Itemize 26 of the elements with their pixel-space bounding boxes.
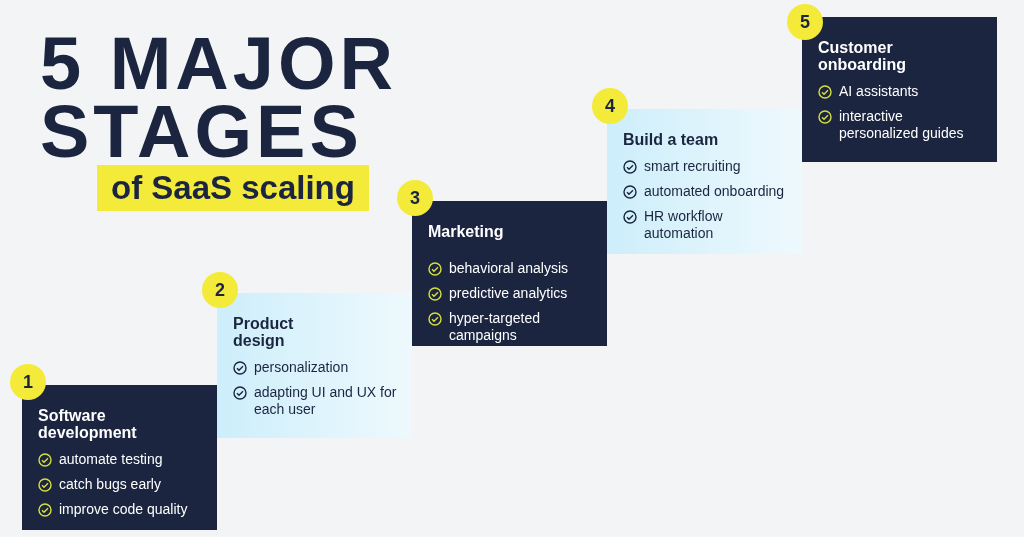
step-number-badge: 3 bbox=[397, 180, 433, 216]
step-number-badge: 2 bbox=[202, 272, 238, 308]
subtitle-highlight: of SaaS scaling bbox=[97, 165, 369, 211]
list-item-text: predictive analytics bbox=[449, 285, 568, 302]
list-item-text: HR workflow automation bbox=[644, 208, 724, 242]
stage-heading: Product design bbox=[233, 315, 295, 349]
title: 5 MAJOR STAGES bbox=[40, 30, 398, 166]
stage-heading: Marketing bbox=[428, 223, 505, 240]
stage-card bbox=[802, 17, 997, 162]
list-item-text: behavioral analysis bbox=[449, 260, 569, 277]
list-item-text: interactive personalized guides bbox=[839, 108, 965, 142]
list-item-text: automate testing bbox=[59, 451, 163, 468]
list-item-text: personalization bbox=[254, 359, 349, 376]
stage-heading: Build a team bbox=[623, 131, 720, 148]
step-number-badge: 1 bbox=[10, 364, 46, 400]
list-item-text: smart recruiting bbox=[644, 158, 741, 175]
step-number-badge: 5 bbox=[787, 4, 823, 40]
stage-heading: Software development bbox=[38, 407, 138, 441]
list-item-text: improve code quality bbox=[59, 501, 188, 518]
list-item-text: hyper-targeted campaigns bbox=[449, 310, 542, 344]
stage-heading: Customer onboarding bbox=[818, 39, 907, 73]
list-item-text: adapting UI and UX for each user bbox=[254, 384, 398, 418]
list-item-text: catch bugs early bbox=[59, 476, 161, 493]
list-item-text: AI assistants bbox=[839, 83, 919, 100]
list-item-text: automated onboarding bbox=[644, 183, 785, 200]
step-number-badge: 4 bbox=[592, 88, 628, 124]
